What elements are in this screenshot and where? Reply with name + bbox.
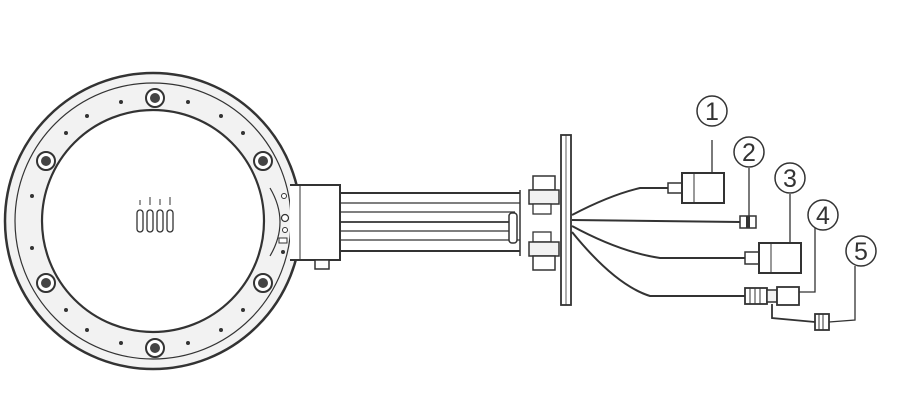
cable-bundle [340, 192, 520, 252]
screw-icon [253, 151, 273, 171]
status-led-icon [136, 209, 174, 233]
callout-3: 3 [774, 162, 806, 194]
side-controls [269, 187, 290, 257]
callout-3-label: 3 [783, 165, 797, 193]
screw-icon [145, 88, 165, 108]
ring-dots [30, 100, 245, 345]
callout-4-label: 4 [816, 202, 830, 230]
nut-icon [528, 175, 560, 215]
network-connector-3 [744, 194, 802, 274]
small-connector-5 [771, 266, 856, 331]
callout-5-label: 5 [854, 238, 868, 266]
network-connector-1 [667, 140, 725, 204]
camera-housing [3, 71, 303, 371]
mounting-screws [36, 88, 273, 358]
screw-icon [145, 338, 165, 358]
screw-icon [36, 273, 56, 293]
callout-1-label: 1 [705, 98, 719, 126]
led-marks [139, 197, 171, 205]
callout-1: 1 [696, 95, 728, 127]
callout-4: 4 [807, 199, 839, 231]
callout-2-label: 2 [742, 139, 756, 167]
mounting-bracket [519, 134, 572, 306]
nut-icon [528, 231, 560, 271]
screw-icon [253, 273, 273, 293]
callout-2: 2 [733, 136, 765, 168]
screw-icon [36, 151, 56, 171]
plug-connector-2 [739, 168, 757, 229]
power-connector-4 [744, 228, 816, 306]
callout-5: 5 [845, 235, 877, 267]
pigtail-cables [571, 187, 745, 297]
camera-neck [290, 184, 341, 270]
